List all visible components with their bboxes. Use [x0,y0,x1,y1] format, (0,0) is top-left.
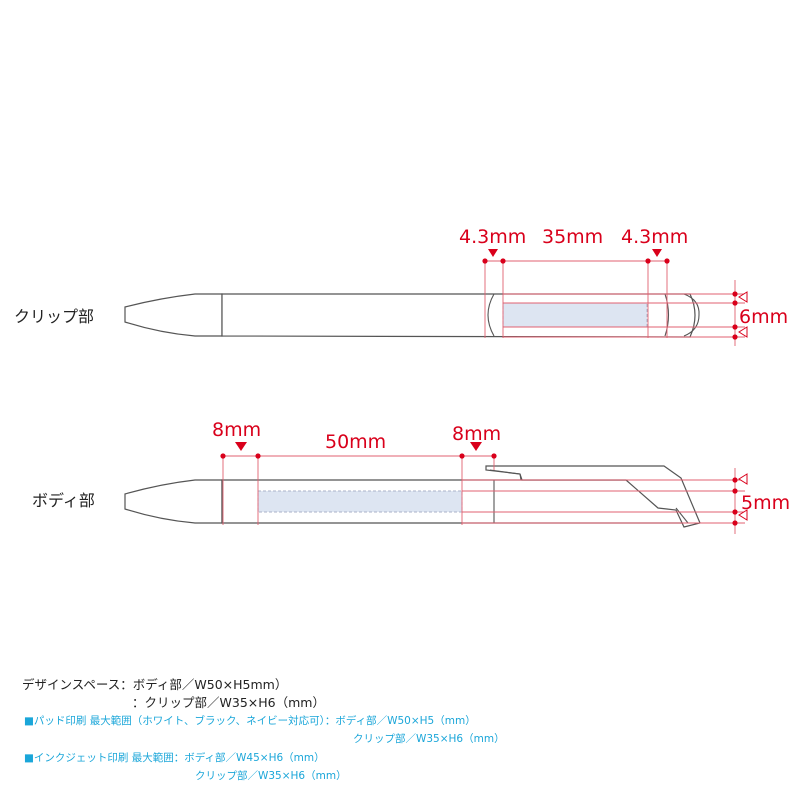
clip-view-width-label: 35mm [542,226,603,248]
body-view-dim-dot [732,488,738,494]
clip-view-arrow-left [488,249,498,257]
clip-view-arrow-right [652,249,662,257]
body-view-arrow-bottom [738,509,748,521]
body-view-dim-dot [255,453,261,459]
clip-view-clip-edge-right [664,293,670,337]
clip-view-print-area [502,302,648,328]
body-view-pen-tip [124,479,223,524]
inkjet-print-body-note: ■インクジェット印刷 最大範囲：ボディ部／W45×H6（mm） [24,752,325,764]
body-view-dim-dot [732,509,738,515]
body-view-width-label: 50mm [325,431,386,453]
body-view-clip-inner [489,469,522,481]
clip-view-dim-dot [732,334,738,340]
clip-view: クリップ部 4.3mm 35mm 4.3mm [14,226,788,346]
pad-print-clip-note: クリップ部／W35×H6（mm） [353,733,505,745]
body-view-left-margin-label: 8mm [212,419,261,441]
body-view-print-area [257,490,463,513]
clip-view-dim-dot [732,291,738,297]
clip-view-pen-tip [124,293,223,337]
body-view-height-label: 5mm [741,492,790,514]
design-space-clip-note: ：クリップ部／W35×H6（mm） [132,695,325,710]
clip-view-dim-dot [732,324,738,330]
body-view-arrow-top [738,473,748,485]
clip-view-dim-dot [732,300,738,306]
clip-view-dim-dot [664,258,670,264]
body-view-arrow-left [235,442,247,451]
clip-view-height-label: 6mm [739,306,788,328]
body-view-dim-dot [491,453,497,459]
body-view-right-margin-label: 8mm [452,423,501,445]
clip-view-arrow-bottom [738,326,748,338]
body-view-label: ボディ部 [32,491,95,510]
clip-view-dim-dot [482,258,488,264]
clip-view-label: クリップ部 [14,307,94,326]
body-view-clip-tip [675,507,689,524]
clip-view-clip-edge-left [487,293,495,337]
body-view-arrow-right [470,442,482,451]
body-view-dim-dot [732,477,738,483]
clip-view-right-margin-label: 4.3mm [621,226,688,248]
body-view: ボディ部 8mm 50mm 8mm [32,419,790,534]
body-view-dim-dot [220,453,226,459]
pad-print-body-note: ■パッド印刷 最大範囲（ホワイト、ブラック、ネイビー対応可）：ボディ部／W50×… [24,715,476,727]
clip-view-arrow-top [738,291,748,303]
inkjet-print-clip-note: クリップ部／W35×H6（mm） [195,770,347,782]
clip-view-pen-cap-end [683,293,700,337]
body-view-dim-dot [732,520,738,526]
clip-view-dim-dot [500,258,506,264]
design-space-body-note: デザインスペース：ボディ部／W50×H5mm） [22,677,288,692]
clip-view-dim-dot [645,258,651,264]
clip-view-left-margin-label: 4.3mm [459,226,526,248]
body-view-dim-dot [459,453,465,459]
